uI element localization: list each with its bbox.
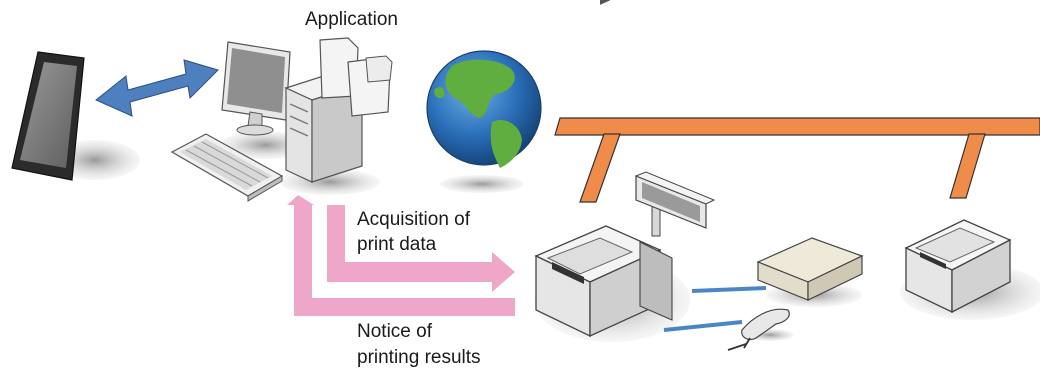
network-line xyxy=(554,117,1040,203)
tablet-icon xyxy=(11,51,140,181)
desktop-computer-icon xyxy=(220,41,380,195)
label-acquisition-line1: Acquisition of xyxy=(357,209,471,230)
label-notice-line2: printing results xyxy=(357,347,481,368)
cash-drawer-icon xyxy=(756,237,864,307)
keyboard-icon xyxy=(170,133,284,202)
document-icon xyxy=(319,37,393,117)
acquisition-arrow xyxy=(327,205,515,292)
notice-arrow xyxy=(287,195,515,316)
customer-display-icon xyxy=(634,171,716,237)
barcode-scanner-icon xyxy=(727,308,794,351)
usb-cables xyxy=(663,286,767,332)
label-acquisition-line2: print data xyxy=(357,234,437,255)
label-notice-line1: Notice of xyxy=(357,321,432,342)
intelligent-printer-icon xyxy=(534,0,690,342)
sync-arrow xyxy=(95,59,219,117)
globe-icon xyxy=(426,50,542,193)
label-application: Application xyxy=(305,9,398,30)
receipt-printer-icon xyxy=(900,219,1040,320)
